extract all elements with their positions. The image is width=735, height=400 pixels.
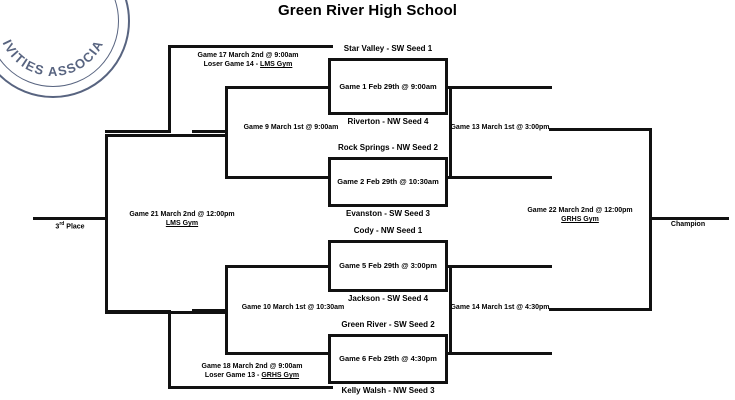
third-place-suffix: rd <box>59 221 65 227</box>
game-17-arm-top <box>168 45 333 48</box>
team-label-riverton: Riverton - NW Seed 4 <box>347 117 429 126</box>
game-17-line-2-prefix: Loser Game 14 - <box>203 61 261 69</box>
game-22-arm-bottom <box>549 308 652 311</box>
game-box-game-1[interactable]: Game 1 Feb 29th @ 9:00am <box>328 58 448 115</box>
game-6-label: Game 6 Feb 29th @ 4:30pm <box>339 354 437 364</box>
game-21-arm-top <box>105 134 225 137</box>
game-18-arm-top <box>105 310 171 313</box>
game-17-connector-vertical <box>168 45 171 133</box>
team-label-rock-springs: Rock Springs - NW Seed 2 <box>337 143 439 152</box>
game-21-label: Game 21 March 2nd @ 12:00pm LMS Gym <box>129 210 234 229</box>
game-14-arm-top <box>446 265 552 268</box>
champion-line <box>649 217 729 220</box>
team-label-jackson: Jackson - SW Seed 4 <box>347 294 429 303</box>
game-21-venue: LMS Gym <box>165 220 199 228</box>
game-22-venue: GRHS Gym <box>561 216 599 224</box>
game-18-venue: GRHS Gym <box>261 372 300 380</box>
game-17-arm-bottom <box>105 130 171 133</box>
game-10-arm-bottom <box>225 352 331 355</box>
logo-seal-text: IVITIES ASSOCIA <box>0 37 106 79</box>
game-9-label: Game 9 March 1st @ 9:00am <box>243 124 339 131</box>
game-10-label: Game 10 March 1st @ 10:30am <box>241 304 345 311</box>
game-14-label: Game 14 March 1st @ 4:30pm <box>450 304 550 311</box>
activities-association-logo: IVITIES ASSOCIA <box>0 0 130 98</box>
game-17-line-1: Game 17 March 2nd @ 9:00am <box>197 52 299 59</box>
game-box-game-5[interactable]: Game 5 Feb 29th @ 3:00pm <box>328 240 448 292</box>
page-title: Green River High School <box>277 2 457 19</box>
game-18-line-2-prefix: Loser Game 13 - <box>204 372 262 380</box>
game-13-label: Game 13 March 1st @ 3:00pm <box>450 124 550 131</box>
champion-label: Champion <box>670 221 706 228</box>
game-18-line-1: Game 18 March 2nd @ 9:00am <box>201 363 303 370</box>
game-22-line-1: Game 22 March 2nd @ 12:00pm <box>527 207 633 214</box>
game-9-feed-line <box>192 130 228 133</box>
team-label-kelly-walsh: Kelly Walsh - NW Seed 3 <box>341 386 435 395</box>
team-label-evanston: Evanston - SW Seed 3 <box>345 209 431 218</box>
game-14-connector-vertical <box>449 265 452 355</box>
svg-text:IVITIES ASSOCIA: IVITIES ASSOCIA <box>0 37 106 79</box>
game-9-arm-bottom <box>225 176 331 179</box>
third-place-label: 3rd Place <box>55 221 84 230</box>
game-1-label: Game 1 Feb 29th @ 9:00am <box>339 81 437 91</box>
game-18-connector-vertical <box>168 310 171 388</box>
game-17-label: Game 17 March 2nd @ 9:00am Loser Game 14… <box>198 51 299 70</box>
game-box-game-2[interactable]: Game 2 Feb 29th @ 10:30am <box>328 157 448 207</box>
third-place-number: 3 <box>55 223 60 231</box>
game-22-arm-top <box>549 128 652 131</box>
game-13-arm-top <box>446 86 552 89</box>
game-5-label: Game 5 Feb 29th @ 3:00pm <box>339 261 437 271</box>
third-place-word: Place <box>66 223 85 231</box>
game-14-arm-bottom <box>446 352 552 355</box>
game-10-arm-top <box>225 265 331 268</box>
game-18-arm-bottom <box>168 386 333 389</box>
team-label-cody: Cody - NW Seed 1 <box>353 226 423 235</box>
team-label-green-river: Green River - SW Seed 2 <box>341 320 435 329</box>
game-10-feed-line <box>192 309 228 312</box>
game-2-label: Game 2 Feb 29th @ 10:30am <box>337 177 439 187</box>
game-13-arm-bottom <box>446 176 552 179</box>
logo-seal-label: IVITIES ASSOCIA <box>0 37 105 79</box>
game-box-game-6[interactable]: Game 6 Feb 29th @ 4:30pm <box>328 334 448 384</box>
game-17-venue: LMS Gym <box>260 61 293 69</box>
team-label-star-valley: Star Valley - SW Seed 1 <box>343 44 433 53</box>
game-18-label: Game 18 March 2nd @ 9:00am Loser Game 13… <box>202 362 303 381</box>
game-22-label: Game 22 March 2nd @ 12:00pm GRHS Gym <box>527 206 632 225</box>
game-9-arm-top <box>225 86 331 89</box>
third-place-line <box>33 217 108 220</box>
game-21-connector-vertical <box>105 134 108 314</box>
game-13-connector-vertical <box>449 86 452 179</box>
game-21-line-1: Game 21 March 2nd @ 12:00pm <box>129 211 235 218</box>
